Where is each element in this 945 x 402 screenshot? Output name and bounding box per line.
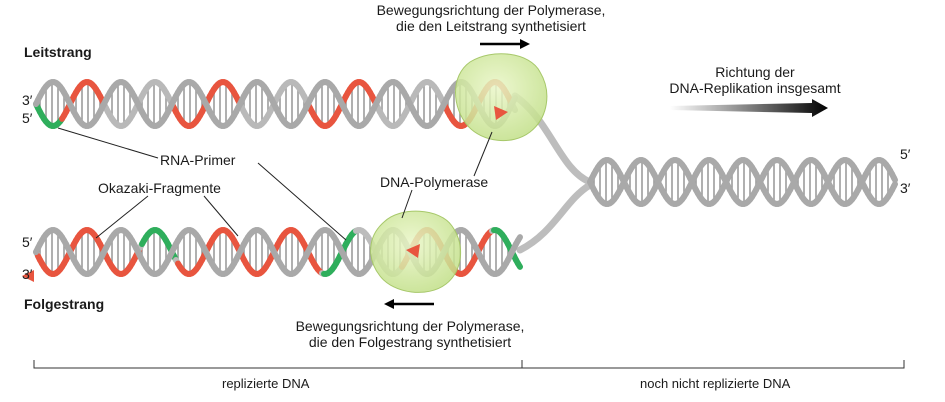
top-polymerase-arrowhead: [520, 39, 530, 49]
leader-polymerase-top: [473, 131, 493, 177]
top-left-3-end: 3′: [22, 92, 33, 108]
bottom-left-5-end: 5′: [22, 234, 33, 250]
bottom-left-3-end: 3′: [22, 266, 33, 282]
replication-direction-arrow: [670, 99, 828, 117]
replication-direction-line1: Richtung der: [715, 64, 795, 80]
leader-rna-primer-top: [57, 127, 159, 159]
leader-polymerase-bottom: [401, 189, 413, 219]
replication-direction-line2: DNA-Replikation insgesamt: [669, 80, 841, 96]
top-left-5-end: 5′: [22, 110, 33, 126]
strand-backbone: [891, 174, 898, 183]
okazaki-label: Okazaki-Fragmente: [98, 180, 221, 196]
bottom-motion-label: Bewegungsrichtung der Polymerase, die de…: [270, 318, 550, 350]
polymerase-top-arrowhead: [494, 106, 508, 120]
strand-backbone: [891, 181, 898, 190]
leading-strand-label: Leitstrang: [24, 44, 92, 60]
replicated-bracket: [33, 360, 523, 369]
bottom-motion-line1: Bewegungsrichtung der Polymerase,: [295, 318, 525, 334]
dna-polymerase-top: [455, 53, 548, 142]
polymerase-bottom-arrowhead: [406, 244, 420, 258]
top-motion-line1: Bewegungsrichtung der Polymerase,: [376, 2, 606, 18]
lagging-strand-label: Folgestrang: [24, 296, 105, 312]
rna-primer-label: RNA-Primer: [160, 152, 236, 168]
unreplicated-dna-label: noch nicht replizierte DNA: [640, 376, 791, 391]
top-motion-label: Bewegungsrichtung der Polymerase, die de…: [366, 2, 616, 34]
replicated-dna-label: replizierte DNA: [222, 376, 310, 391]
leader-okazaki-1: [95, 195, 149, 239]
dna-polymerase-label: DNA-Polymerase: [380, 174, 489, 190]
fork-bottom-strand: [516, 181, 594, 254]
lagging-end-arrowhead: [22, 270, 34, 282]
leading-strand-helix: [33, 79, 518, 129]
unreplicated-helix: [587, 157, 898, 207]
bottom-motion-line2: die den Folgestrang synthetisiert: [308, 334, 512, 350]
unreplicated-bracket: [521, 360, 905, 369]
replication-direction-label: Richtung der DNA-Replikation insgesamt: [640, 64, 870, 96]
leader-rna-primer-bottom: [257, 162, 347, 241]
strand-backbone: [515, 234, 523, 244]
bottom-polymerase-arrowhead: [384, 299, 394, 309]
leader-okazaki-2: [203, 195, 239, 237]
top-motion-line2: die den Leitstrang synthetisiert: [396, 18, 586, 34]
right-5-end: 5′: [900, 146, 911, 162]
right-3-end: 3′: [900, 180, 911, 196]
strand-backbone: [515, 260, 523, 270]
